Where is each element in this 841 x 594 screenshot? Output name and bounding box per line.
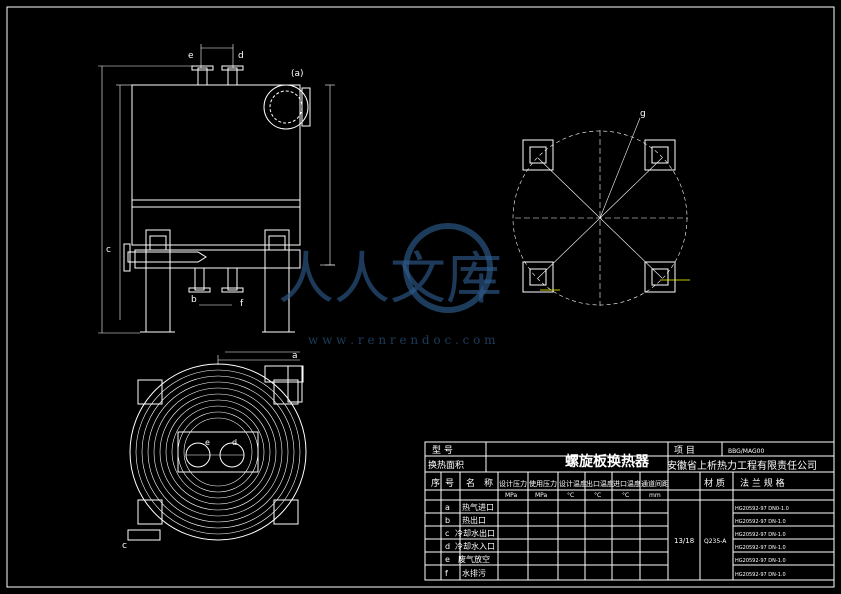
svg-text:c: c bbox=[445, 529, 449, 538]
nozzle-d-top bbox=[227, 67, 238, 86]
watermark-logo-ring bbox=[403, 223, 493, 313]
svg-text:HG20592-97 DN-1.0: HG20592-97 DN-1.0 bbox=[735, 572, 786, 578]
svg-text:a: a bbox=[445, 503, 450, 512]
hdr-material: 材 质 bbox=[704, 477, 725, 489]
svg-text:冷却水出口: 冷却水出口 bbox=[455, 528, 495, 538]
table-row: b 热出口 HG20592-97 DN-1.0 bbox=[445, 515, 786, 525]
unit-3: °C bbox=[567, 492, 574, 499]
spiral-coils bbox=[135, 369, 301, 535]
table-row: f 水排污 HG20592-97 DN-1.0 bbox=[445, 568, 786, 578]
table-row: e 废气放空 HG20592-97 DN-1.0 bbox=[445, 554, 786, 564]
svg-text:HG20592-97 DN-1.0: HG20592-97 DN-1.0 bbox=[735, 519, 786, 525]
svg-text:b: b bbox=[445, 516, 450, 525]
hdr-no: 序 bbox=[431, 477, 440, 489]
material-value: Q235-A bbox=[704, 538, 727, 545]
drawing-code: BBG/MAG00 bbox=[728, 448, 764, 455]
inlet-pipe-c bbox=[127, 251, 207, 263]
label-c: c bbox=[106, 245, 111, 255]
label-g: g bbox=[640, 109, 646, 119]
hdr-no2: 号 bbox=[445, 478, 454, 489]
label-d: d bbox=[238, 51, 244, 61]
label-a-bottom: a bbox=[292, 351, 298, 361]
model-label: 型 号 bbox=[432, 445, 453, 456]
svg-text:水排污: 水排污 bbox=[462, 568, 486, 578]
svg-text:热出口: 热出口 bbox=[462, 515, 486, 525]
drawing-border bbox=[6, 6, 835, 588]
nozzle-e-top bbox=[197, 67, 208, 86]
nozzle-b-bottom bbox=[194, 267, 205, 291]
hdr-inlet-temp: 进口温度 bbox=[613, 479, 641, 488]
hdr-design-pressure: 设计压力 bbox=[499, 479, 527, 488]
channel-spacing-value: 13/18 bbox=[674, 537, 694, 545]
label-d-plan: d bbox=[232, 438, 237, 447]
foundation-pad-bl bbox=[522, 261, 554, 293]
svg-text:冷却水入口: 冷却水入口 bbox=[455, 541, 495, 551]
nozzle-a-circle bbox=[263, 84, 309, 130]
svg-text:HG20592-97 DN-1.0: HG20592-97 DN-1.0 bbox=[735, 545, 786, 551]
unit-1: MPa bbox=[505, 492, 518, 499]
hdr-work-pressure: 使用压力 bbox=[529, 479, 557, 488]
svg-text:HG20592-97 DN0-1.0: HG20592-97 DN0-1.0 bbox=[735, 506, 789, 512]
unit-5: °C bbox=[622, 492, 629, 499]
spiral-outer bbox=[129, 363, 307, 541]
hdr-spacing: 通道间距 bbox=[641, 479, 669, 488]
label-f: f bbox=[240, 299, 244, 309]
table-row: c 冷却水出口 HG20592-97 DN-1.0 bbox=[445, 528, 786, 538]
svg-text:HG20592-97 DN-1.0: HG20592-97 DN-1.0 bbox=[735, 558, 786, 564]
foundation-pad-tr bbox=[644, 139, 676, 171]
title-block: 型 号 项 目 BBG/MAG00 螺旋板换热器 换热面积 安徽省上析热力工程有… bbox=[424, 441, 835, 581]
svg-text:e: e bbox=[445, 555, 450, 564]
label-e: e bbox=[188, 51, 194, 61]
unit-6: mm bbox=[649, 492, 661, 499]
shell-body bbox=[131, 84, 301, 246]
foundation-pad-br bbox=[644, 261, 676, 293]
label-c-plan: c bbox=[122, 541, 127, 551]
label-b: b bbox=[191, 295, 197, 305]
front-elevation-view: e d (a) c b f bbox=[98, 44, 335, 361]
hdr-name2: 称 bbox=[484, 477, 493, 489]
hdr-flange: 法 兰 规 格 bbox=[740, 477, 785, 489]
label-e-plan: e bbox=[205, 438, 210, 447]
svg-text:热气进口: 热气进口 bbox=[462, 502, 494, 512]
svg-text:废气放空: 废气放空 bbox=[458, 554, 490, 564]
foundation-view: g bbox=[512, 109, 690, 306]
svg-text:HG20592-97 DN-1.0: HG20592-97 DN-1.0 bbox=[735, 532, 786, 538]
company-name: 安徽省上析热力工程有限责任公司 bbox=[667, 459, 817, 472]
plan-view: e d c bbox=[122, 355, 307, 551]
watermark-url: w w w . r e n r e n d o c . c o m bbox=[308, 333, 496, 347]
label-a-top: (a) bbox=[291, 69, 304, 79]
watermark-brand: 人人文库 bbox=[278, 247, 502, 312]
svg-text:f: f bbox=[445, 569, 448, 578]
watermark: 人人文库 w w w . r e n r e n d o c . c o m bbox=[278, 223, 502, 347]
hdr-name: 名 bbox=[466, 477, 475, 489]
nozzle-f-bottom bbox=[227, 267, 238, 291]
svg-text:d: d bbox=[445, 542, 450, 551]
foundation-pad-tl bbox=[522, 139, 554, 171]
hdr-outlet-temp: 出口温度 bbox=[586, 479, 614, 488]
product-name: 螺旋板换热器 bbox=[565, 453, 650, 470]
table-row: a 热气进口 HG20592-97 DN0-1.0 bbox=[445, 502, 789, 512]
hdr-design-temp: 设计温度 bbox=[559, 479, 587, 488]
table-row: d 冷却水入口 HG20592-97 DN-1.0 bbox=[445, 541, 786, 551]
unit-2: MPa bbox=[535, 492, 548, 499]
heat-area-label: 换热面积 bbox=[428, 459, 464, 471]
project-label: 项 目 bbox=[674, 445, 695, 456]
unit-4: °C bbox=[594, 492, 601, 499]
